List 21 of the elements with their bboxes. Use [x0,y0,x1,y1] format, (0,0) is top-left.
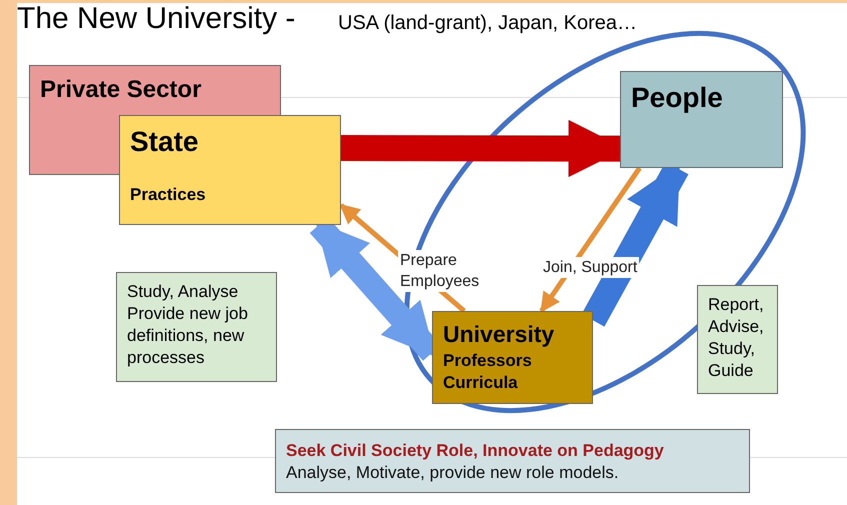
university-box [432,311,593,404]
box-text: Private Sector [40,75,202,105]
sector-box [119,115,341,225]
box-heading: Seek Civil Society Role, Innovate on Pedagogy [286,440,665,462]
box-heading: State [130,125,200,159]
note-box [116,272,277,382]
box-text: Report, Advise, Study, Guide [708,294,765,382]
subtitle: USA (land-grant), Japan, Korea… [338,12,638,35]
people-box [620,71,783,168]
box-text: Study, Analyse Provide new job definitions, new processes [127,281,249,370]
arrow [539,166,642,313]
box-text: Practices [130,184,207,206]
title: The New University - [17,2,296,36]
role-box [275,429,750,493]
box-heading: University [443,320,556,349]
note-box [697,285,778,394]
box-text: Professors Curricula [443,350,533,394]
edge-label: Join, Support [541,257,640,278]
box-text: Analyse, Motivate, provide new role models. [286,462,620,484]
sector-box [29,65,281,115]
box-text: People [631,81,724,115]
